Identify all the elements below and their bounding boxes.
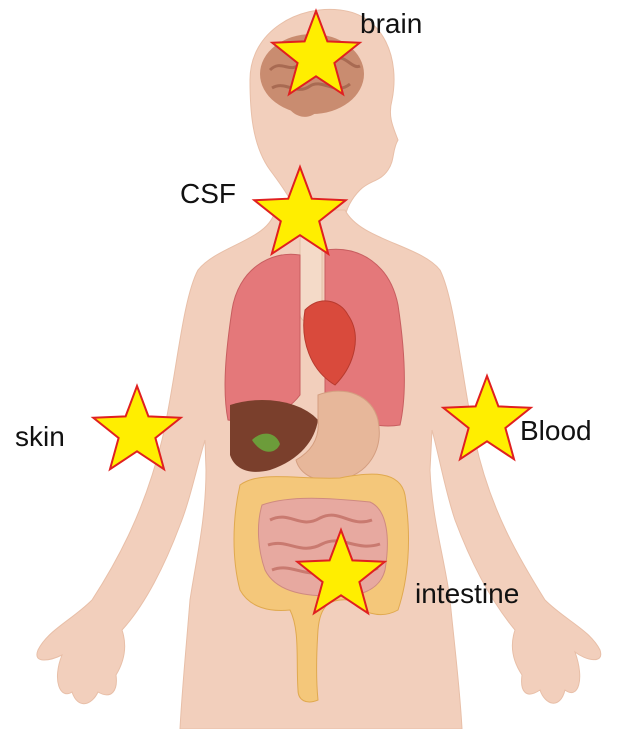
label-csf: CSF — [180, 178, 236, 209]
label-blood: Blood — [520, 415, 592, 446]
label-skin: skin — [15, 421, 65, 452]
label-brain: brain — [360, 8, 422, 39]
label-intestine: intestine — [415, 578, 519, 609]
